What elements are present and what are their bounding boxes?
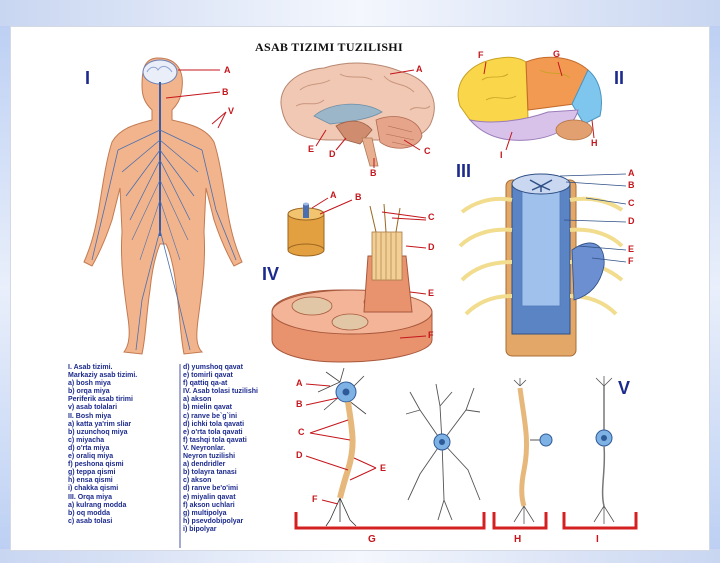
label-lobe-f: F	[478, 50, 484, 60]
legend-item: h) psevdobipolyar	[183, 517, 244, 525]
legend-item: c) asab tolasi	[68, 517, 113, 525]
legend-item: f) peshona qismi	[68, 461, 124, 469]
section-number-2: II	[614, 68, 625, 88]
legend-item: a) kulrang modda	[68, 501, 127, 509]
legend-item: f) qattiq qa-at	[183, 380, 228, 388]
legend-item: Markaziy asab tizimi.	[68, 372, 138, 380]
label-body-v: V	[228, 106, 235, 116]
brain-lobes-figure	[457, 56, 602, 151]
legend-item: c) ranve be`g`ini	[183, 412, 238, 420]
label-neuron-g: G	[368, 534, 376, 545]
section-number-3: III	[456, 161, 472, 181]
label-brain-b: B	[370, 168, 377, 178]
legend-item: a) bosh miya	[68, 380, 111, 388]
legend-item: h) ensa qismi	[68, 477, 113, 485]
label-spinal-b: B	[628, 180, 635, 190]
legend-item: IV. Asab tolasi tuzilishi	[183, 388, 258, 396]
label-neuron-f: F	[312, 494, 318, 504]
label-spinal-c: C	[628, 198, 635, 208]
legend-item: e) miyalin qavat	[183, 493, 236, 501]
legend-item: c) akson	[183, 477, 212, 485]
label-lobe-g: G	[553, 49, 561, 59]
label-nerve-e: E	[428, 288, 435, 298]
label-brain-d: D	[329, 149, 336, 159]
legend-item: c) miyacha	[68, 436, 105, 444]
right-border	[710, 26, 720, 549]
legend-item: e) oraliq miya	[68, 453, 114, 461]
label-spinal-e: E	[628, 244, 635, 254]
legend-item: d) ichki tola qavati	[183, 420, 245, 428]
legend-item: b) tolayra tanasi	[183, 469, 237, 477]
legend-item: Periferik asab tirimi	[68, 396, 133, 404]
section-number-1: I	[85, 68, 91, 88]
label-neuron-e: E	[380, 463, 387, 473]
legend-item: g) teppa qismi	[68, 469, 116, 477]
legend-item: V. Neyronlar.	[183, 444, 226, 452]
diagram-title: ASAB TIZIMI TUZILISHI	[255, 40, 403, 54]
label-lobe-h: H	[591, 138, 598, 148]
label-neuron-d: D	[296, 450, 303, 460]
legend-item: g) multipolya	[183, 509, 227, 517]
section-number-4: IV	[262, 264, 280, 284]
label-body-b: B	[222, 87, 229, 97]
legend-item: i) bipolyar	[183, 525, 217, 533]
legend-item: Neyron tuzilishi	[183, 453, 236, 461]
legend-item: v) asab tolalari	[68, 404, 118, 412]
legend-item: d) yumshoq qavat	[183, 364, 243, 371]
legend-item: b) orqa miya	[68, 388, 110, 396]
label-nerve-c: C	[428, 212, 435, 222]
label-neuron-b: B	[296, 399, 303, 409]
label-spinal-f: F	[628, 256, 634, 266]
legend-left-column: I. Asab tizimi. Markaziy asab tizimi. a)…	[68, 364, 137, 526]
legend-item: a) akson	[183, 396, 212, 404]
spinal-cord-figure	[458, 173, 627, 357]
label-nerve-f: F	[428, 330, 434, 340]
label-nerve-a: A	[330, 190, 337, 200]
legend-item: i) chakka qismi	[68, 485, 119, 493]
legend-item: f) akson uchlari	[183, 501, 235, 509]
label-lobe-i: I	[500, 150, 503, 160]
label-neuron-a: A	[296, 378, 303, 388]
label-nerve-b: B	[355, 192, 362, 202]
section-number-5: V	[618, 378, 631, 398]
left-border	[0, 26, 10, 549]
brain-sagittal-section	[280, 62, 435, 168]
legend-item: d) o'rta miya	[68, 444, 110, 452]
nerve-fiber-figure	[271, 197, 433, 363]
bottom-border	[0, 549, 720, 563]
legend-item: I. Asab tizimi.	[68, 364, 113, 371]
legend-item: II. Bosh miya	[68, 412, 112, 420]
label-body-a: A	[224, 65, 231, 75]
legend-item: a) dendridler	[183, 461, 226, 469]
label-neuron-h: H	[514, 534, 522, 545]
top-border	[0, 0, 720, 26]
label-spinal-a: A	[628, 168, 635, 178]
legend-item: e) tomirli qavat	[183, 372, 233, 380]
legend-item: f) tashqi tola qavati	[183, 436, 247, 444]
legend-item: a) katta ya'rim sliar	[68, 420, 132, 428]
label-nerve-d: D	[428, 242, 435, 252]
legend-item: d) ranve be'o'imi	[183, 485, 239, 493]
legend-item: b) uzunchoq miya	[68, 428, 128, 436]
legend-item: e) o'rta tola qavati	[183, 428, 243, 436]
label-brain-e: E	[308, 144, 315, 154]
label-neuron-i: I	[596, 534, 599, 545]
legend-right-column: d) yumshoq qavat e) tomirli qavat f) qat…	[183, 364, 258, 534]
legend-item: b) mielin qavat	[183, 404, 233, 412]
label-brain-a: A	[416, 64, 423, 74]
label-brain-c: C	[424, 146, 431, 156]
label-neuron-c: C	[298, 427, 305, 437]
legend-item: b) oq modda	[68, 509, 110, 517]
body-figure	[83, 57, 243, 355]
neurons-figure	[294, 367, 638, 530]
label-spinal-d: D	[628, 216, 635, 226]
legend-item: III. Orqa miya	[68, 493, 112, 501]
